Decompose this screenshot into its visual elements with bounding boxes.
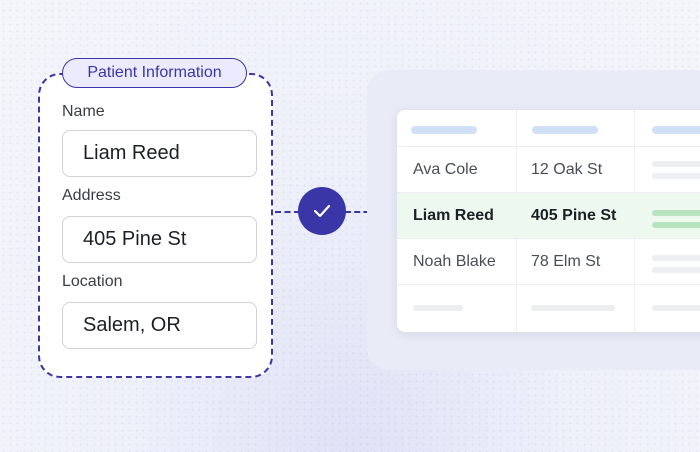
row-placeholder-bar xyxy=(652,267,700,273)
match-check-badge xyxy=(298,187,346,235)
check-icon xyxy=(313,204,331,218)
row-address: 12 Oak St xyxy=(531,161,603,178)
row-placeholder-bar xyxy=(413,305,463,311)
header-placeholder-address xyxy=(532,126,598,134)
row-name: Liam Reed xyxy=(413,207,494,224)
table-row[interactable]: Noah Blake 78 Elm St xyxy=(397,238,700,285)
row-placeholder-bar xyxy=(652,173,700,179)
row-address: 78 Elm St xyxy=(531,253,601,270)
row-match-bar xyxy=(652,210,700,216)
location-field[interactable]: Salem, OR xyxy=(62,302,257,349)
address-label: Address xyxy=(62,187,121,204)
row-match-bar xyxy=(652,222,700,228)
row-placeholder-bar xyxy=(652,305,700,311)
connector-line-left xyxy=(275,211,300,213)
row-name: Ava Cole xyxy=(413,161,478,178)
address-value: 405 Pine St xyxy=(83,228,187,250)
table-row[interactable]: Ava Cole 12 Oak St xyxy=(397,146,700,193)
header-placeholder-name xyxy=(411,126,477,134)
name-label: Name xyxy=(62,103,105,120)
row-placeholder-bar xyxy=(652,255,700,261)
form-title-tag: Patient Information xyxy=(62,58,247,88)
table-row-placeholder xyxy=(397,284,700,331)
form-title: Patient Information xyxy=(87,64,222,81)
location-label: Location xyxy=(62,273,123,290)
records-table: Ava Cole 12 Oak St Liam Reed 405 Pine St… xyxy=(397,110,700,332)
location-value: Salem, OR xyxy=(83,314,181,336)
row-address: 405 Pine St xyxy=(531,207,617,224)
name-field[interactable]: Liam Reed xyxy=(62,130,257,177)
row-placeholder-bar xyxy=(652,161,700,167)
name-value: Liam Reed xyxy=(83,142,180,164)
row-placeholder-bar xyxy=(531,305,615,311)
header-placeholder-status xyxy=(652,126,700,134)
row-name: Noah Blake xyxy=(413,253,496,270)
address-field[interactable]: 405 Pine St xyxy=(62,216,257,263)
table-row-selected[interactable]: Liam Reed 405 Pine St xyxy=(397,192,700,239)
